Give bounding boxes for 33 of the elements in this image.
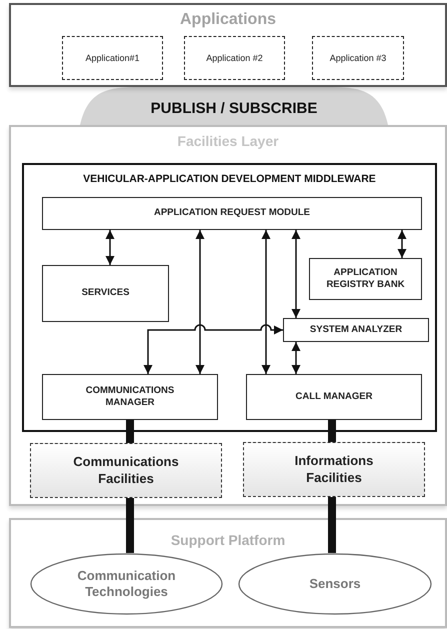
module-box: CALL MANAGER: [246, 374, 422, 420]
ellipse-node: Sensors: [238, 553, 432, 615]
arrow: [398, 230, 406, 258]
connector-bar: [328, 420, 336, 442]
module-box: APPLICATION REGISTRY BANK: [309, 258, 422, 300]
middleware-frame: [22, 163, 437, 432]
connector-bar: [126, 498, 134, 553]
layer-panel: [9, 125, 447, 506]
module-box: APPLICATION REQUEST MODULE: [42, 197, 422, 230]
layer-title: Facilities Layer: [176, 133, 280, 149]
ellipse-node: Communication Technologies: [30, 553, 223, 615]
layer-panel: [9, 518, 447, 628]
arrow: [292, 230, 300, 318]
application-box: Application#1: [62, 36, 163, 80]
layer-title: Applications: [178, 11, 277, 29]
connector-bar: [126, 420, 134, 443]
application-box: Application #3: [312, 36, 404, 80]
arrow: [262, 230, 270, 374]
layer-title: Support Platform: [170, 532, 286, 548]
arrow: [292, 342, 300, 374]
module-box: SYSTEM ANALYZER: [283, 318, 429, 342]
arrow: [106, 230, 114, 265]
frame-title: VEHICULAR-APPLICATION DEVELOPMENT MIDDLEWARE: [82, 173, 377, 185]
module-box: SERVICES: [42, 265, 169, 322]
module-box: COMMUNICATIONS MANAGER: [42, 374, 218, 420]
bus-dome: PUBLISH / SUBSCRIBE: [80, 87, 388, 125]
connector-bar: [328, 497, 336, 553]
arrow: [144, 324, 283, 374]
facility-box: Communications Facilities: [30, 443, 222, 498]
application-box: Application #2: [184, 36, 285, 80]
layer-panel: [9, 3, 447, 87]
arrow: [196, 230, 204, 374]
facility-box: Informations Facilities: [243, 442, 425, 497]
